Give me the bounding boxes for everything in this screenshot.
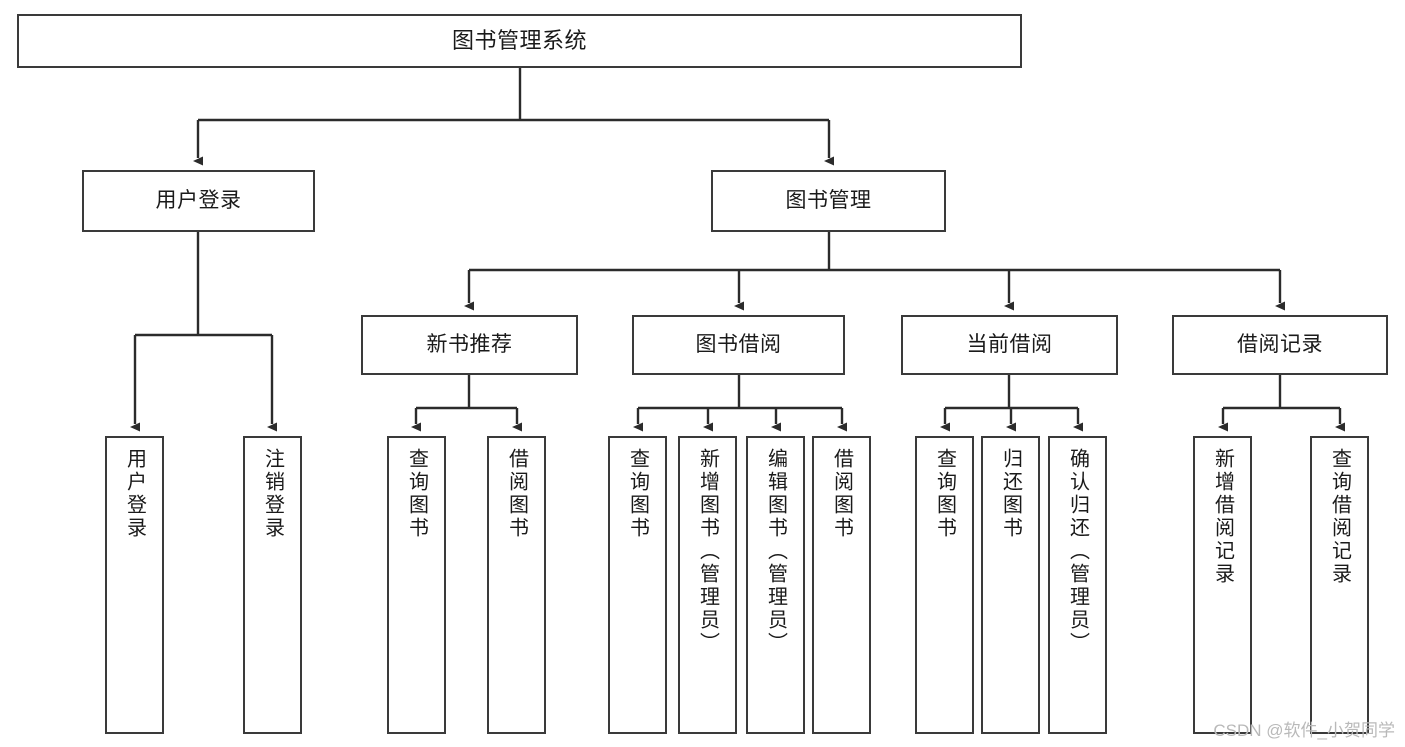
node-borrow-record-label: 借阅记录 [1237,332,1323,356]
node-new-book-recommend[interactable]: 新书推荐 [361,315,578,375]
node-leaf-borrow-book-label: 借阅图书 [830,448,853,540]
node-current-borrow-label: 当前借阅 [966,332,1053,356]
node-leaf-query-book-borrow[interactable]: 查询图书 [608,436,667,734]
watermark-text: CSDN @软件_小贺同学 [1213,721,1395,740]
node-user-login[interactable]: 用户登录 [82,170,315,232]
node-book-borrow[interactable]: 图书借阅 [632,315,845,375]
node-leaf-confirm-return[interactable]: 确认归还（管理员） [1048,436,1107,734]
node-leaf-query-book-current[interactable]: 查询图书 [915,436,974,734]
node-leaf-query-book-current-label: 查询图书 [933,448,956,540]
node-leaf-borrow-book-recommend-label: 借阅图书 [505,448,528,540]
node-leaf-return-book-label: 归还图书 [999,448,1022,540]
node-leaf-confirm-return-label: 确认归还（管理员） [1066,448,1089,655]
node-leaf-add-book-label: 新增图书（管理员） [696,448,719,655]
node-current-borrow[interactable]: 当前借阅 [901,315,1118,375]
node-leaf-borrow-book-recommend[interactable]: 借阅图书 [487,436,546,734]
node-leaf-query-book-borrow-label: 查询图书 [626,448,649,540]
node-leaf-edit-book[interactable]: 编辑图书（管理员） [746,436,805,734]
node-leaf-user-login[interactable]: 用户登录 [105,436,164,734]
node-leaf-user-logout[interactable]: 注销登录 [243,436,302,734]
node-leaf-edit-book-label: 编辑图书（管理员） [764,448,787,655]
connectors [130,68,1345,432]
node-leaf-query-borrow-record[interactable]: 查询借阅记录 [1310,436,1369,734]
node-leaf-add-book[interactable]: 新增图书（管理员） [678,436,737,734]
node-leaf-query-book-recommend-label: 查询图书 [405,448,428,540]
node-book-borrow-label: 图书借阅 [695,332,782,356]
node-book-manage[interactable]: 图书管理 [711,170,946,232]
node-leaf-add-borrow-record[interactable]: 新增借阅记录 [1193,436,1252,734]
node-leaf-query-borrow-record-label: 查询借阅记录 [1328,448,1351,586]
node-root-label: 图书管理系统 [451,28,587,54]
node-root[interactable]: 图书管理系统 [17,14,1022,68]
node-leaf-user-logout-label: 注销登录 [261,448,284,540]
node-leaf-return-book[interactable]: 归还图书 [981,436,1040,734]
node-borrow-record[interactable]: 借阅记录 [1172,315,1388,375]
node-leaf-query-book-recommend[interactable]: 查询图书 [387,436,446,734]
node-book-manage-label: 图书管理 [785,188,872,212]
node-user-login-label: 用户登录 [155,188,242,212]
node-leaf-borrow-book[interactable]: 借阅图书 [812,436,871,734]
node-new-book-recommend-label: 新书推荐 [426,332,513,356]
node-leaf-add-borrow-record-label: 新增借阅记录 [1211,448,1234,586]
node-leaf-user-login-label: 用户登录 [123,448,146,540]
